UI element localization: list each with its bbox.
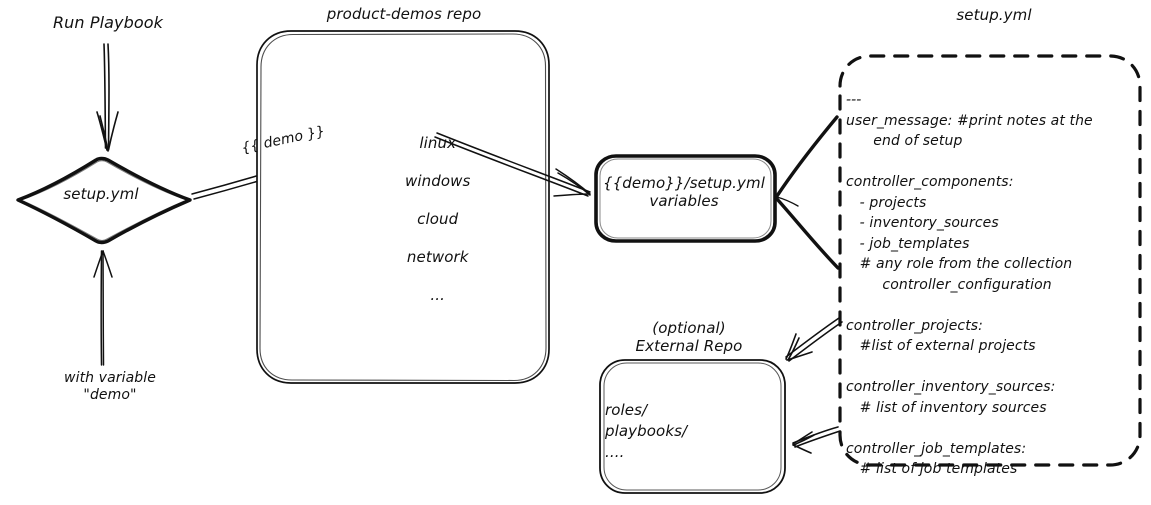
node-product-demos-repo-box: [256, 30, 550, 384]
demo-setup-variables-label: {{demo}}/setup.yml variables: [603, 174, 765, 210]
diamond-inner-stroke: [19, 160, 189, 242]
yaml-line: - inventory_sources: [846, 215, 999, 231]
product-demos-repo-title: product-demos repo: [326, 5, 482, 23]
yaml-line: # list of job templates: [846, 461, 1018, 477]
external-repo-item: playbooks/: [605, 422, 688, 440]
yaml-line: #list of external projects: [846, 338, 1036, 354]
repo-item: ...: [430, 286, 446, 304]
yaml-line: [846, 152, 1093, 173]
external-repo-items: roles/playbooks/....: [605, 400, 687, 463]
variables-box-inner: [599, 158, 772, 239]
connector-yaml-to-variables-bottom: [775, 197, 840, 270]
external-repo-title: (optional) External Repo: [635, 319, 743, 355]
yaml-line: - job_templates: [846, 235, 970, 252]
run-playbook-label: Run Playbook: [52, 13, 164, 32]
yaml-line: controller_components:: [846, 174, 1014, 190]
node-setup-yml-diamond: [16, 156, 192, 245]
repo-box-second-stroke: [259, 33, 547, 382]
node-setup-yml-dashed-box: [838, 54, 1142, 467]
setup-yml-diamond-label: setup.yml: [63, 185, 139, 203]
yaml-line: - projects: [846, 194, 927, 211]
yaml-line: end of setup: [846, 133, 963, 149]
connector-yaml-to-variables-top: [775, 115, 839, 198]
arrow-projects-to-external-repo: [785, 317, 843, 362]
arrow-variable-to-setup: [93, 250, 113, 366]
yaml-line: controller_job_templates:: [846, 440, 1027, 457]
connector-fan-joint: [776, 196, 799, 207]
repo-item: network: [406, 248, 469, 266]
node-external-repo-box: [599, 359, 786, 494]
node-demo-setup-variables-box: [594, 154, 777, 243]
arrow-linux-to-variables-box: [434, 132, 591, 197]
with-variable-label: with variable "demo": [64, 370, 156, 403]
external-repo-item: roles/: [605, 401, 648, 419]
yaml-line: [846, 357, 1093, 378]
yaml-line: [846, 295, 1093, 316]
yaml-line: # list of inventory sources: [846, 399, 1047, 416]
repo-item: cloud: [417, 210, 459, 228]
repo-item: windows: [405, 172, 471, 190]
yaml-line: controller_inventory_sources:: [846, 379, 1056, 395]
external-repo-box-second-stroke: [603, 362, 782, 491]
yaml-line: user_message: #print notes at the: [846, 112, 1093, 129]
arrow-jobtemplates-to-external-repo: [792, 426, 841, 454]
yaml-line: controller_configuration: [846, 276, 1052, 293]
setup-yml-dashed-title: setup.yml: [956, 6, 1032, 24]
product-demos-repo-items: linux windows cloud network...: [405, 124, 470, 314]
yaml-line: # any role from the collection: [846, 256, 1073, 272]
external-repo-item: ....: [605, 443, 625, 461]
yaml-line: [846, 418, 1093, 439]
repo-item: linux: [419, 134, 457, 152]
yaml-line: controller_projects:: [846, 317, 984, 334]
setup-yml-content: --- user_message: #print notes at the end…: [846, 90, 1093, 480]
yaml-line: ---: [846, 92, 862, 108]
arrow-run-playbook-to-setup: [96, 43, 119, 152]
